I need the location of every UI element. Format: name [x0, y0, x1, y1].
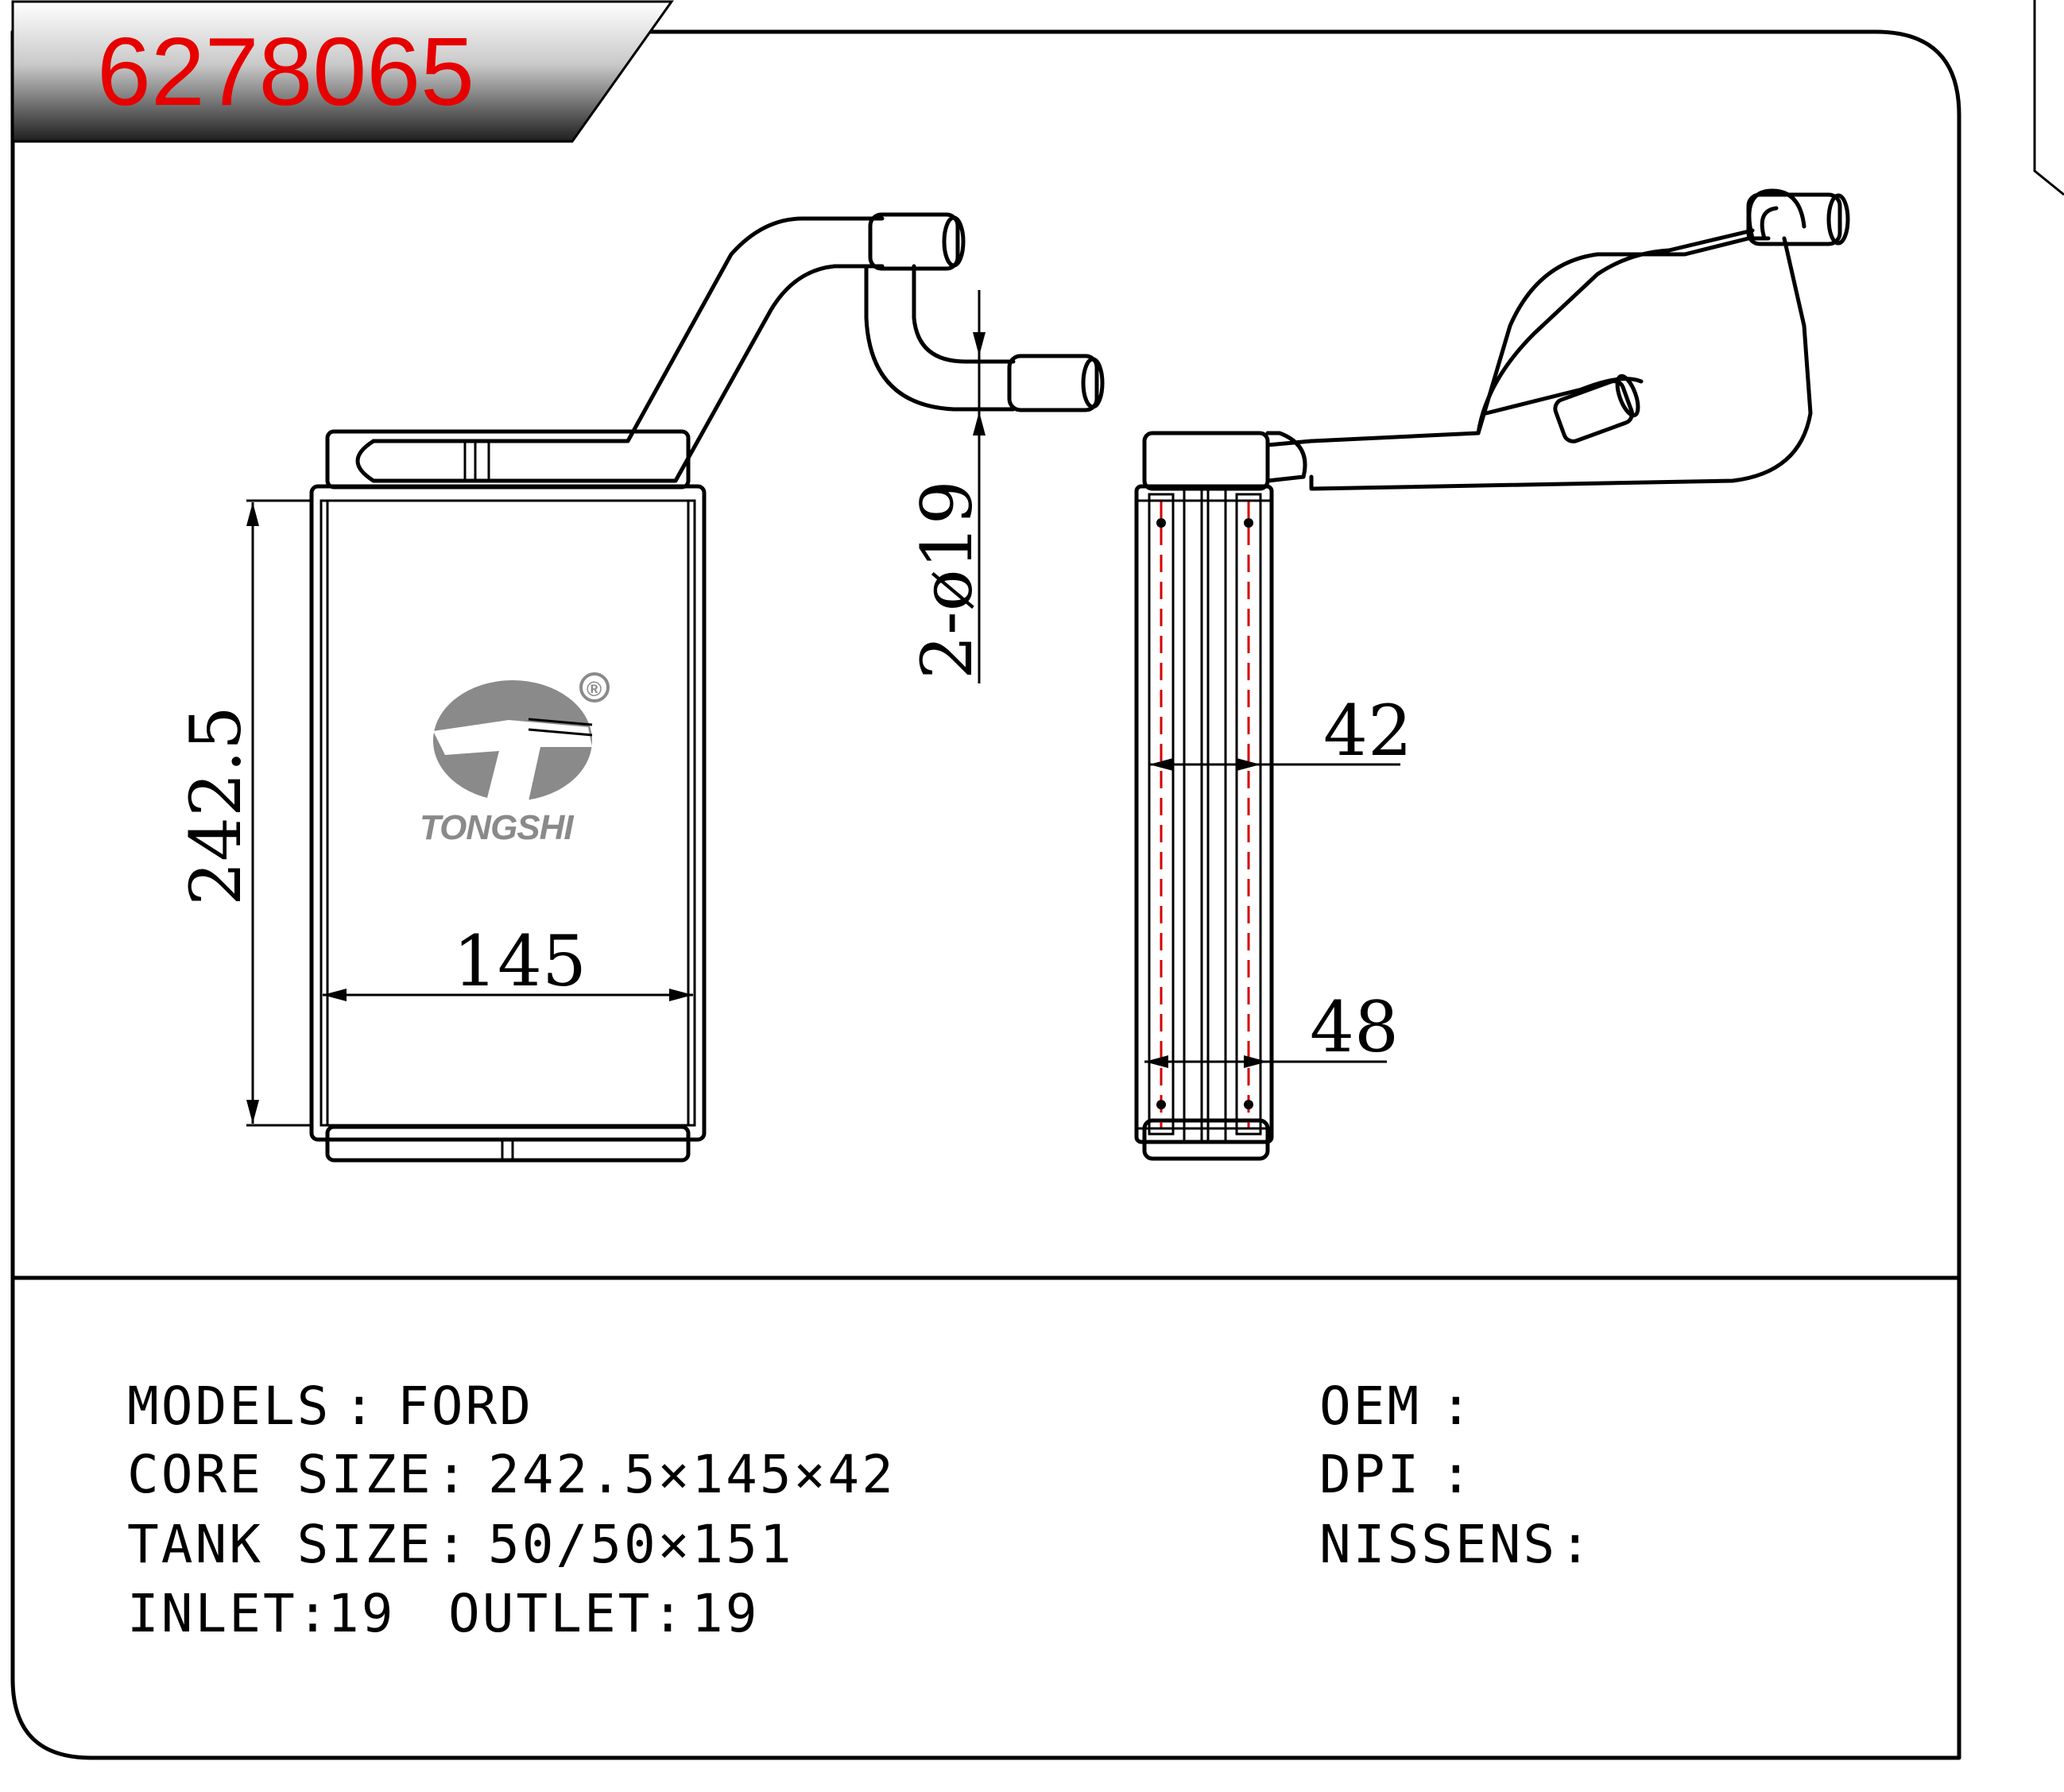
pipe-dimension: 2-ø19 — [906, 290, 988, 683]
side-pipe-upper — [1476, 228, 1755, 435]
dpi-sep: : — [1440, 1444, 1474, 1505]
models-value: FORD — [397, 1376, 533, 1437]
nissens-sep: : — [1559, 1514, 1594, 1575]
core-inner — [319, 499, 696, 1127]
height-dimension: 242.5 — [175, 499, 312, 1127]
pipe-dimension-label: 2-ø19 — [906, 480, 988, 679]
oem-sep: : — [1440, 1376, 1474, 1437]
inlet-port-mouth — [942, 215, 966, 268]
outlet-label: OUTLET: — [448, 1583, 686, 1644]
tank-size-sep: : — [436, 1514, 470, 1575]
pipe-end-cap — [355, 439, 376, 483]
models-label: MODELS — [127, 1376, 331, 1437]
core-size-value: 242.5×145×42 — [488, 1444, 896, 1505]
outlet-pipe — [864, 264, 1016, 412]
outlet-port — [1007, 354, 1099, 412]
width-dimension-label: 145 — [453, 920, 587, 1002]
core-outer — [309, 484, 707, 1142]
oem-label: OEM — [1319, 1376, 1421, 1437]
side-pipe-elbow — [1747, 188, 1806, 241]
core-depth-label: 42 — [1323, 690, 1412, 772]
tank-size-label: TANK SIZE — [127, 1514, 433, 1575]
side-pipe — [1265, 236, 1813, 491]
inlet-label: INLET: — [127, 1583, 331, 1644]
tank-size-value: 50/50×151 — [488, 1514, 794, 1575]
inlet-pipe — [371, 216, 885, 483]
registered-mark-circle — [579, 672, 610, 702]
dpi-label: DPI — [1319, 1444, 1421, 1505]
corner-fold — [2033, 0, 2064, 196]
height-dimension-label: 242.5 — [175, 706, 257, 906]
side-top-tank — [1142, 431, 1270, 491]
part-number-banner — [11, 0, 674, 143]
logo-cut — [433, 720, 592, 801]
tank-depth-dimension: 48 — [1144, 986, 1399, 1068]
side-bottom-tank — [1142, 1118, 1270, 1161]
front-view — [309, 212, 1105, 1163]
side-pipe-stub — [1265, 431, 1307, 483]
outlet-port-mouth — [1081, 357, 1105, 409]
inlet-port — [868, 212, 960, 271]
spec-table: MODELS : FORD CORE SIZE : 242.5×145×42 T… — [127, 1376, 1594, 1644]
nissens-label: NISSENS — [1319, 1514, 1557, 1575]
side-view — [1134, 188, 1850, 1161]
core-depth-dimension: 42 — [1149, 690, 1412, 772]
tank-depth-label: 48 — [1310, 986, 1399, 1068]
bottom-tank — [325, 1124, 691, 1163]
side-core — [1134, 484, 1274, 1144]
width-dimension: 145 — [323, 920, 693, 1002]
models-sep: : — [343, 1376, 378, 1437]
side-inlet-port — [1746, 192, 1842, 246]
side-outlet-port — [1553, 379, 1634, 443]
drawing-frame — [10, 29, 1961, 1760]
registered-mark: ® — [587, 677, 602, 701]
part-number: 6278065 — [97, 17, 474, 126]
brand-name: TONGSHI — [420, 808, 574, 847]
core-size-label: CORE SIZE — [127, 1444, 433, 1505]
brand-logo: ® TONGSHI — [420, 672, 610, 847]
outlet-value: 19 — [691, 1583, 759, 1644]
core-size-sep: : — [436, 1444, 470, 1505]
inlet-value: 19 — [327, 1583, 395, 1644]
